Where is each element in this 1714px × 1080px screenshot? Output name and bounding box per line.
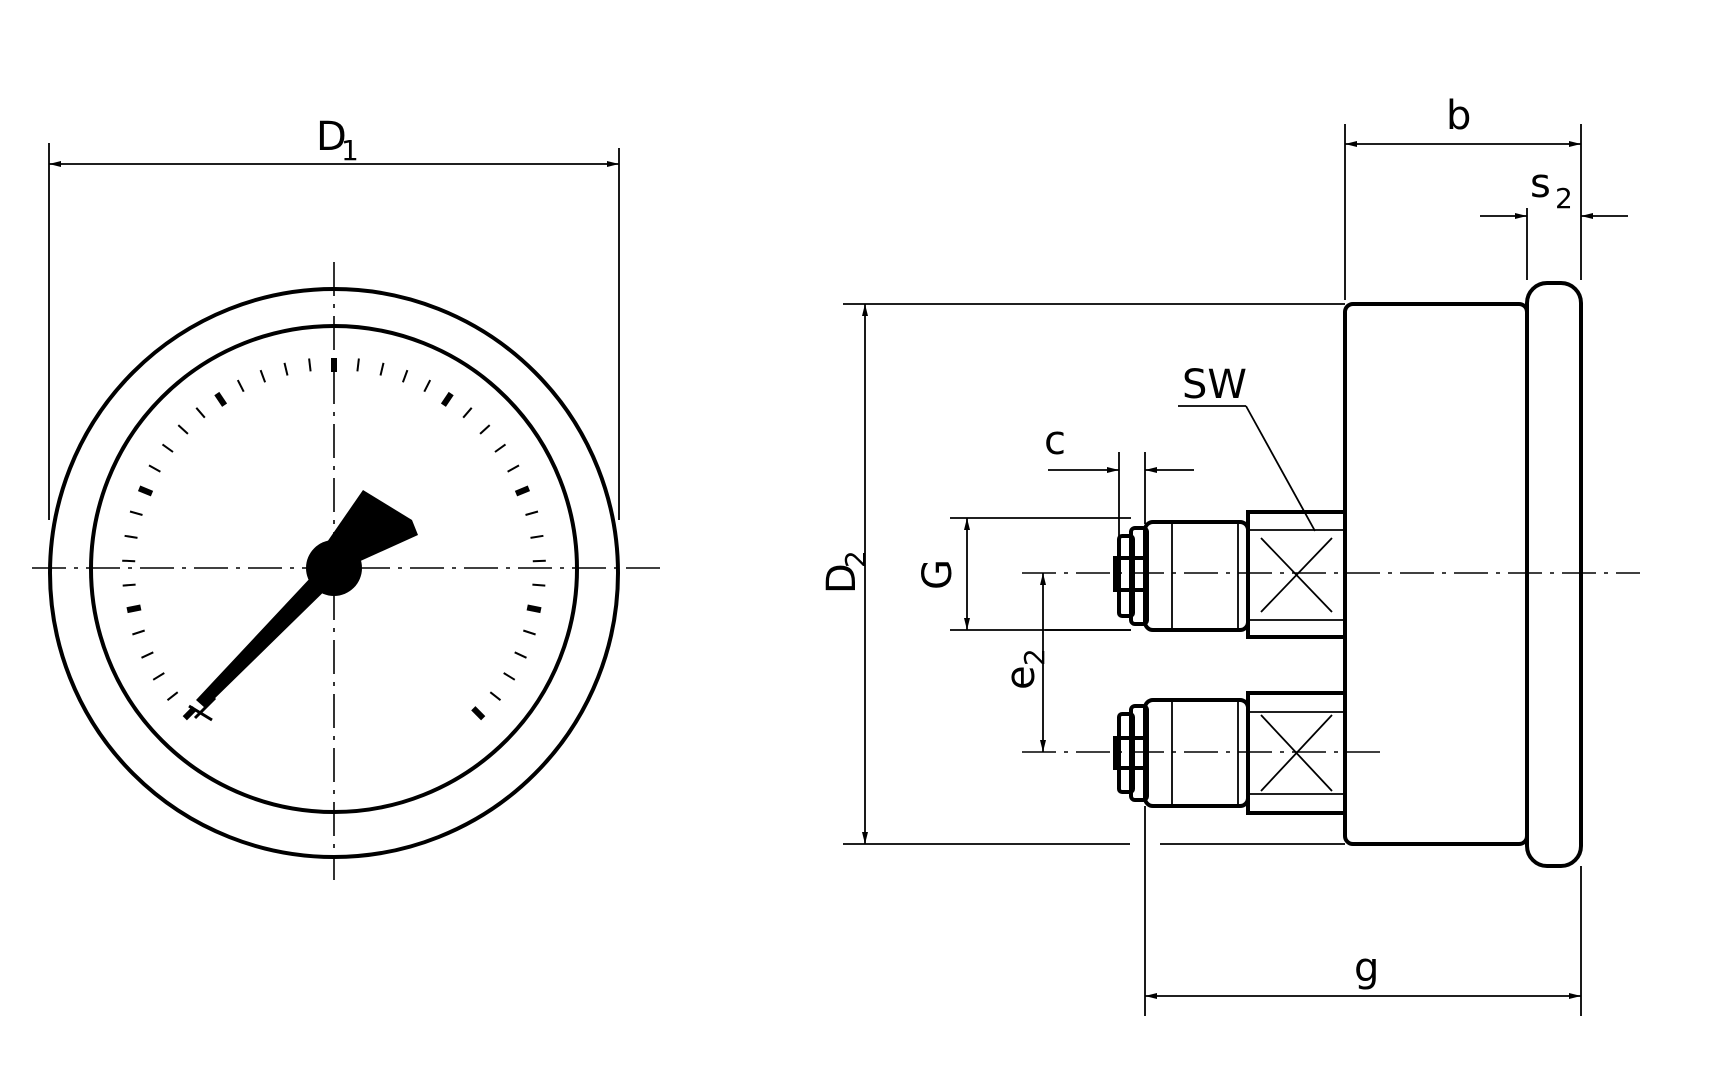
label-s2: s (1530, 161, 1551, 207)
minor-scale-tick (507, 464, 520, 473)
label-e2: e (998, 665, 1044, 690)
major-scale-tick (126, 604, 142, 614)
lower-connection (1113, 691, 1347, 815)
label-b: b (1446, 93, 1471, 139)
minor-scale-tick (522, 629, 536, 636)
gauge-pointer (188, 490, 418, 722)
gauge-bezel (48, 287, 620, 859)
gauge-bezel-side (1525, 281, 1583, 868)
dial-scale (122, 358, 546, 721)
dimension-b: b (1344, 93, 1582, 300)
minor-scale-tick (177, 424, 189, 435)
minor-scale-tick (503, 672, 516, 681)
minor-scale-tick (379, 362, 385, 376)
label-sw: SW (1182, 362, 1247, 408)
dimension-c: c (1044, 418, 1194, 560)
minor-scale-tick (259, 369, 267, 383)
major-scale-tick (137, 485, 154, 497)
gauge-case (1343, 302, 1529, 846)
label-d2: D (819, 563, 865, 594)
label-c: c (1044, 418, 1066, 464)
major-scale-tick (526, 604, 542, 614)
minor-scale-tick (132, 629, 146, 636)
label-e2-sub: 2 (1018, 648, 1051, 666)
minor-scale-tick (489, 691, 502, 701)
label-d1-sub: 1 (341, 134, 359, 167)
minor-scale-tick (525, 510, 539, 516)
minor-scale-tick (494, 443, 507, 453)
front-view: D 1 (32, 114, 660, 880)
minor-scale-tick (148, 464, 161, 473)
dimension-g-thread: G (915, 517, 1131, 631)
minor-scale-tick (401, 369, 409, 383)
side-view: b s 2 D 2 SW (819, 93, 1640, 1016)
minor-scale-tick (514, 651, 527, 659)
dimension-g-length: g (1144, 806, 1582, 1016)
minor-scale-tick (195, 407, 206, 419)
label-d1: D (316, 114, 347, 160)
minor-scale-tick (423, 379, 432, 393)
minor-scale-tick (166, 691, 179, 701)
dimension-d1: D 1 (48, 114, 620, 520)
major-scale-tick (440, 391, 454, 407)
minor-scale-tick (532, 583, 546, 587)
gauge-dial (89, 324, 579, 814)
major-scale-tick (471, 706, 486, 721)
dimension-s2: s 2 (1480, 161, 1628, 280)
dimension-d2: D 2 (819, 303, 1345, 845)
minor-scale-tick (308, 358, 312, 372)
minor-scale-tick (236, 379, 245, 393)
major-scale-tick (514, 485, 531, 497)
upper-connection (1113, 510, 1347, 639)
minor-scale-tick (283, 362, 289, 376)
minor-scale-tick (141, 651, 154, 659)
minor-scale-tick (129, 510, 143, 516)
minor-scale-tick (124, 534, 138, 539)
dimension-e2: e 2 (998, 573, 1131, 752)
dimension-sw: SW (1178, 362, 1316, 532)
minor-scale-tick (122, 583, 136, 587)
major-scale-tick (214, 391, 228, 407)
minor-scale-tick (530, 534, 544, 539)
minor-scale-tick (356, 358, 360, 372)
label-d2-sub: 2 (839, 550, 872, 568)
minor-scale-tick (532, 559, 546, 563)
label-g-length: g (1354, 945, 1379, 991)
minor-scale-tick (122, 559, 136, 563)
label-s2-sub: 2 (1555, 182, 1573, 215)
minor-scale-tick (152, 672, 165, 681)
minor-scale-tick (479, 424, 491, 435)
minor-scale-tick (161, 443, 174, 453)
label-g-thread: G (915, 559, 961, 590)
minor-scale-tick (462, 407, 473, 419)
